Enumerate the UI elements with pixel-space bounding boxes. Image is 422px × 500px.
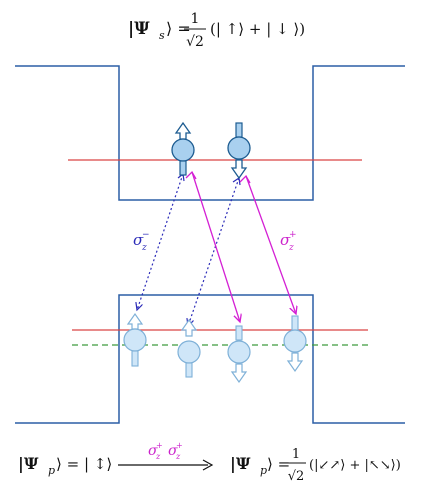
bottom-eq-right-close: ⟩ = [267, 455, 290, 473]
hole-spin-2-arrow-icon [180, 318, 198, 337]
top-equation: |Ψ s ⟩ = 1 √2 (| ↑⟩ + | ↓ ⟩) [128, 11, 305, 50]
spin-up-tail [179, 160, 187, 176]
bottom-arrow-label-2-sub: z [175, 452, 181, 461]
hole-spin-2 [177, 318, 201, 378]
hole-spin-3-arrow-icon [230, 363, 248, 384]
spin-up-ball [171, 138, 195, 162]
hole-spin-4 [283, 315, 307, 373]
top-eq-lhs-close: ⟩ = [166, 19, 191, 38]
hole-spin-2-tail [185, 362, 193, 378]
hole-spin-1-arrow-icon [126, 312, 144, 330]
sigma-minus-sub: z [141, 243, 147, 253]
spin-down-arrow-head-icon [230, 159, 248, 180]
hole-spin-1-tail [131, 350, 139, 367]
sigma-plus-sub: z [288, 243, 294, 253]
lower-well-outline [15, 294, 405, 424]
spin-up-arrow-head-icon [174, 121, 192, 140]
bottom-eq-left-close: ⟩ = | ↕⟩ [56, 455, 112, 473]
bottom-arrow-label-2: σ [168, 443, 178, 459]
sigma-minus-transitions [137, 172, 241, 326]
transition-arrow-head-icon [202, 459, 214, 471]
bottom-arrow-label-1-sub: z [155, 452, 161, 461]
sigma-minus-line-2 [188, 177, 240, 326]
hole-spin-4-arrow-icon [286, 352, 304, 373]
bottom-eq-denominator: √2 [288, 469, 305, 484]
hole-spin-3 [227, 325, 251, 384]
bottom-eq-right-sub: p [260, 464, 267, 477]
top-eq-lhs-sub: s [159, 29, 165, 42]
bottom-eq-numerator: 1 [292, 447, 300, 462]
bottom-eq-left: |Ψ [18, 454, 39, 473]
sigma-plus-sup: + [289, 230, 297, 240]
spin-down-ball [227, 136, 251, 160]
spin-up-electron [171, 121, 195, 176]
hole-spin-3-ball [227, 340, 251, 364]
hole-spin-4-tail [291, 315, 299, 331]
bottom-equation: |Ψ p ⟩ = | ↕⟩ σ z + σ z + |Ψ p ⟩ = 1 √2 … [18, 441, 401, 484]
bottom-eq-left-sub: p [48, 464, 55, 477]
sigma-minus-label: σ z − [133, 230, 150, 253]
bottom-arrow-label-1: σ [148, 443, 158, 459]
bottom-arrow-label-1-sup: + [156, 441, 163, 450]
hole-spin-1 [123, 312, 147, 367]
bottom-arrow-label-2-sup: + [176, 441, 183, 450]
top-eq-lhs: |Ψ [128, 19, 150, 39]
hole-spin-4-ball [283, 329, 307, 353]
sigma-plus-line-2 [245, 175, 296, 314]
sigma-plus-line-1 [191, 171, 240, 322]
upper-well-outline [15, 65, 405, 201]
bottom-eq-right: |Ψ [230, 454, 251, 473]
sigma-plus-label: σ z + [280, 230, 297, 253]
sigma-plus-symbol: σ [280, 231, 291, 249]
hole-spin-3-tail [235, 325, 243, 341]
top-eq-denominator: √2 [186, 34, 204, 50]
spin-down-tail [235, 122, 243, 138]
top-eq-rhs: (| ↑⟩ + | ↓ ⟩) [210, 20, 305, 38]
spin-down-electron [227, 122, 251, 180]
bottom-eq-rhs: (|↙↗⟩ + |↖↘⟩) [309, 458, 401, 473]
top-eq-numerator: 1 [191, 11, 200, 27]
sigma-minus-line-1 [137, 173, 184, 310]
sigma-minus-symbol: σ [133, 231, 144, 249]
sigma-plus-transitions [185, 170, 296, 322]
hole-spin-1-ball [123, 328, 147, 352]
sigma-minus-sup: − [142, 230, 150, 240]
hole-spin-2-ball [177, 340, 201, 364]
sigma-plus-tip-2 [239, 174, 251, 184]
sigma-plus-tip-1 [185, 170, 197, 180]
